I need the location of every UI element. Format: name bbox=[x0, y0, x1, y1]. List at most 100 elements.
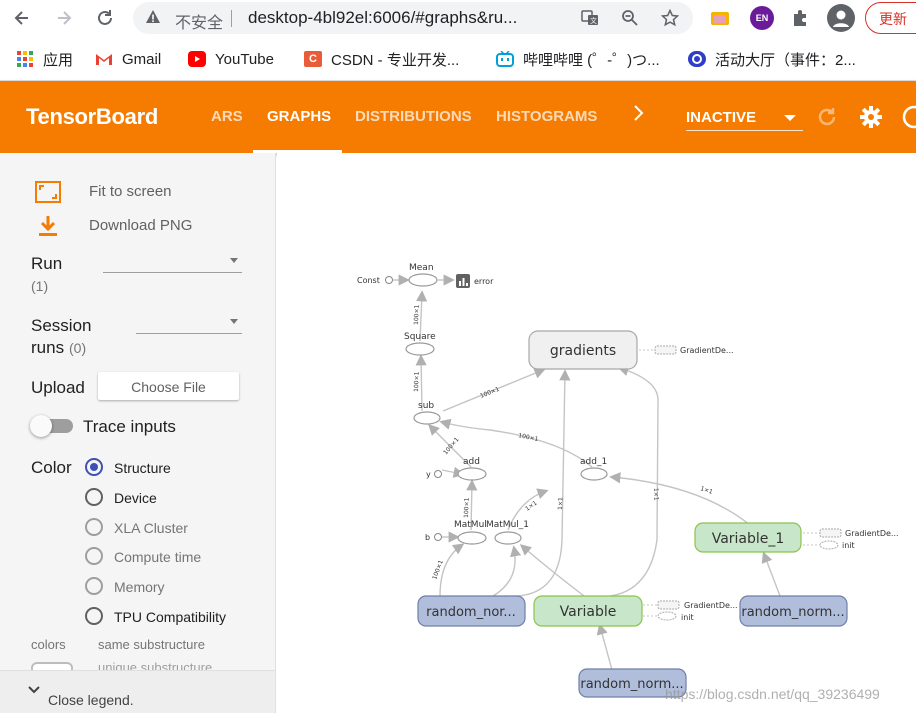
bookmark-youtube[interactable]: YouTube bbox=[188, 49, 274, 69]
settings-gear-icon[interactable] bbox=[859, 105, 883, 129]
bookmarks-bar: 应用 Gmail YouTube C CSDN - 专业开发... 哔哩哔哩 (… bbox=[0, 37, 916, 81]
reload-data-icon[interactable] bbox=[815, 105, 839, 129]
color-label: Color bbox=[31, 458, 72, 477]
apps-grid-icon bbox=[16, 51, 34, 67]
edge-variable1-add1 bbox=[609, 472, 751, 526]
bilibili-icon bbox=[496, 51, 514, 67]
radio-device[interactable] bbox=[85, 488, 103, 506]
language-extension-icon[interactable]: EN bbox=[750, 6, 774, 30]
variable-aux-node-2[interactable] bbox=[657, 611, 677, 621]
choose-file-button[interactable]: Choose File bbox=[98, 372, 239, 400]
bookmark-gmail[interactable]: Gmail bbox=[95, 49, 161, 69]
tab-histograms[interactable]: HISTOGRAMS bbox=[496, 108, 598, 125]
csdn-icon: C bbox=[304, 51, 322, 67]
dropdown-caret-icon[interactable] bbox=[784, 115, 796, 121]
edge-matmul-add bbox=[466, 479, 478, 531]
graph-canvas[interactable]: 100×1 100×1 100×1 100×1 100×1 100×1 1×1 … bbox=[277, 153, 916, 713]
bookmark-label: CSDN - 专业开发... bbox=[331, 51, 460, 69]
activity-icon bbox=[688, 51, 706, 67]
variable1-aux-node-2[interactable] bbox=[819, 540, 839, 550]
address-bar[interactable]: 不安全 desktop-4bl92el:6006/#graphs&ru... 文 bbox=[133, 2, 693, 34]
edge-label-e10: 1×1 bbox=[699, 485, 713, 496]
tab-graphs[interactable]: GRAPHS bbox=[267, 108, 332, 125]
not-secure-warning-icon[interactable] bbox=[145, 9, 161, 25]
gradients-aux-node[interactable] bbox=[654, 345, 677, 355]
bookmark-star-icon[interactable] bbox=[660, 8, 680, 28]
edge-sub-square bbox=[415, 354, 427, 412]
session-runs-select[interactable] bbox=[136, 314, 242, 334]
node-add1[interactable] bbox=[580, 467, 608, 481]
radio-memory[interactable] bbox=[85, 577, 103, 595]
inactive-dashboards-dropdown[interactable]: INACTIVE bbox=[686, 109, 757, 126]
variable-aux-node-1[interactable] bbox=[657, 600, 680, 610]
node-matmul[interactable] bbox=[457, 531, 487, 545]
legend-unique-substructure: unique substructure bbox=[98, 660, 213, 670]
url-text[interactable]: desktop-4bl92el:6006/#graphs&ru... bbox=[248, 8, 518, 27]
radio-memory-label: Memory bbox=[114, 579, 165, 595]
summary-chart-icon[interactable] bbox=[456, 274, 470, 288]
download-png-button[interactable]: Download PNG bbox=[34, 213, 192, 239]
extensions-puzzle-icon[interactable] bbox=[789, 6, 813, 30]
help-icon[interactable] bbox=[902, 105, 916, 129]
graph-control-sidebar: Fit to screen Download PNG Run (1) Sessi… bbox=[0, 153, 276, 713]
node-sub[interactable] bbox=[413, 411, 441, 425]
node-random-normal-2[interactable] bbox=[739, 595, 848, 627]
forward-arrow-icon[interactable] bbox=[52, 6, 76, 30]
tab-distributions[interactable]: DISTRIBUTIONS bbox=[355, 108, 472, 125]
profile-avatar-icon[interactable] bbox=[827, 4, 855, 32]
node-gradients[interactable] bbox=[528, 330, 638, 370]
close-legend-bar[interactable]: Close legend. bbox=[0, 670, 275, 713]
node-error-label: error bbox=[474, 277, 494, 286]
trace-inputs-toggle-knob[interactable] bbox=[30, 415, 52, 437]
fit-to-screen-button[interactable]: Fit to screen bbox=[34, 179, 172, 205]
node-add-label: add bbox=[463, 457, 480, 467]
legend-same-substructure: same substructure bbox=[98, 637, 205, 652]
legend-colors-header: colors bbox=[31, 637, 66, 652]
node-variable[interactable] bbox=[533, 595, 643, 627]
bookmark-csdn[interactable]: C CSDN - 专业开发... bbox=[304, 49, 459, 69]
bookmark-label: 哔哩哔哩 (゜-゜)つ... bbox=[523, 51, 660, 69]
variable1-aux-label-1: GradientDe... bbox=[845, 529, 899, 538]
node-const-shape[interactable] bbox=[385, 276, 393, 284]
reload-icon[interactable] bbox=[93, 6, 117, 30]
zoom-icon[interactable] bbox=[620, 8, 640, 28]
radio-structure[interactable] bbox=[85, 458, 103, 476]
node-random-normal-1[interactable] bbox=[417, 595, 526, 627]
edge-label-e8: 1×1 bbox=[557, 497, 564, 510]
update-button[interactable]: 更新 bbox=[865, 2, 916, 34]
bookmark-activity[interactable]: 活动大厅（事件：2... bbox=[688, 49, 856, 69]
edge-matmul1-add1 bbox=[507, 488, 549, 531]
browser-toolbar: 不安全 desktop-4bl92el:6006/#graphs&ru... 文… bbox=[0, 0, 916, 37]
tabs-more-chevron-icon[interactable] bbox=[632, 103, 646, 129]
node-y-shape[interactable] bbox=[434, 470, 442, 478]
translate-icon[interactable]: 文 bbox=[580, 8, 600, 28]
bookmark-bilibili[interactable]: 哔哩哔哩 (゜-゜)つ... bbox=[496, 49, 660, 69]
edge-label-e3: 100×1 bbox=[479, 386, 501, 400]
edge-random-variable1 bbox=[761, 551, 781, 597]
node-variable1[interactable] bbox=[694, 522, 802, 553]
node-y-label: y bbox=[426, 470, 431, 479]
bookmark-apps[interactable]: 应用 bbox=[16, 49, 73, 69]
folder-extension-icon[interactable] bbox=[708, 6, 732, 30]
back-arrow-icon[interactable] bbox=[10, 6, 34, 30]
node-square[interactable] bbox=[405, 342, 435, 356]
edge-label-e5: 100×1 bbox=[518, 432, 539, 443]
radio-compute-time[interactable] bbox=[85, 547, 103, 565]
tab-scalars[interactable]: ARS bbox=[211, 108, 243, 125]
edge-random-matmul bbox=[439, 543, 465, 597]
bookmark-label: 活动大厅（事件：2... bbox=[715, 51, 856, 69]
edge-label-e9: 100×1 bbox=[431, 559, 445, 581]
node-random-normal-3[interactable] bbox=[578, 668, 687, 698]
run-label: Run bbox=[31, 254, 63, 273]
node-add[interactable] bbox=[457, 467, 487, 481]
session-runs-label-2: runs bbox=[31, 338, 65, 357]
radio-tpu-compatibility[interactable] bbox=[85, 607, 103, 625]
node-b-shape[interactable] bbox=[434, 533, 442, 541]
variable1-aux-node-1[interactable] bbox=[819, 528, 842, 538]
node-mean[interactable] bbox=[408, 273, 438, 287]
run-select[interactable] bbox=[103, 253, 242, 273]
node-random-normal-3-label: random_norm... bbox=[580, 677, 683, 692]
node-matmul1[interactable] bbox=[494, 531, 522, 545]
radio-xla-cluster[interactable] bbox=[85, 518, 103, 536]
node-const-label: Const bbox=[357, 276, 380, 285]
